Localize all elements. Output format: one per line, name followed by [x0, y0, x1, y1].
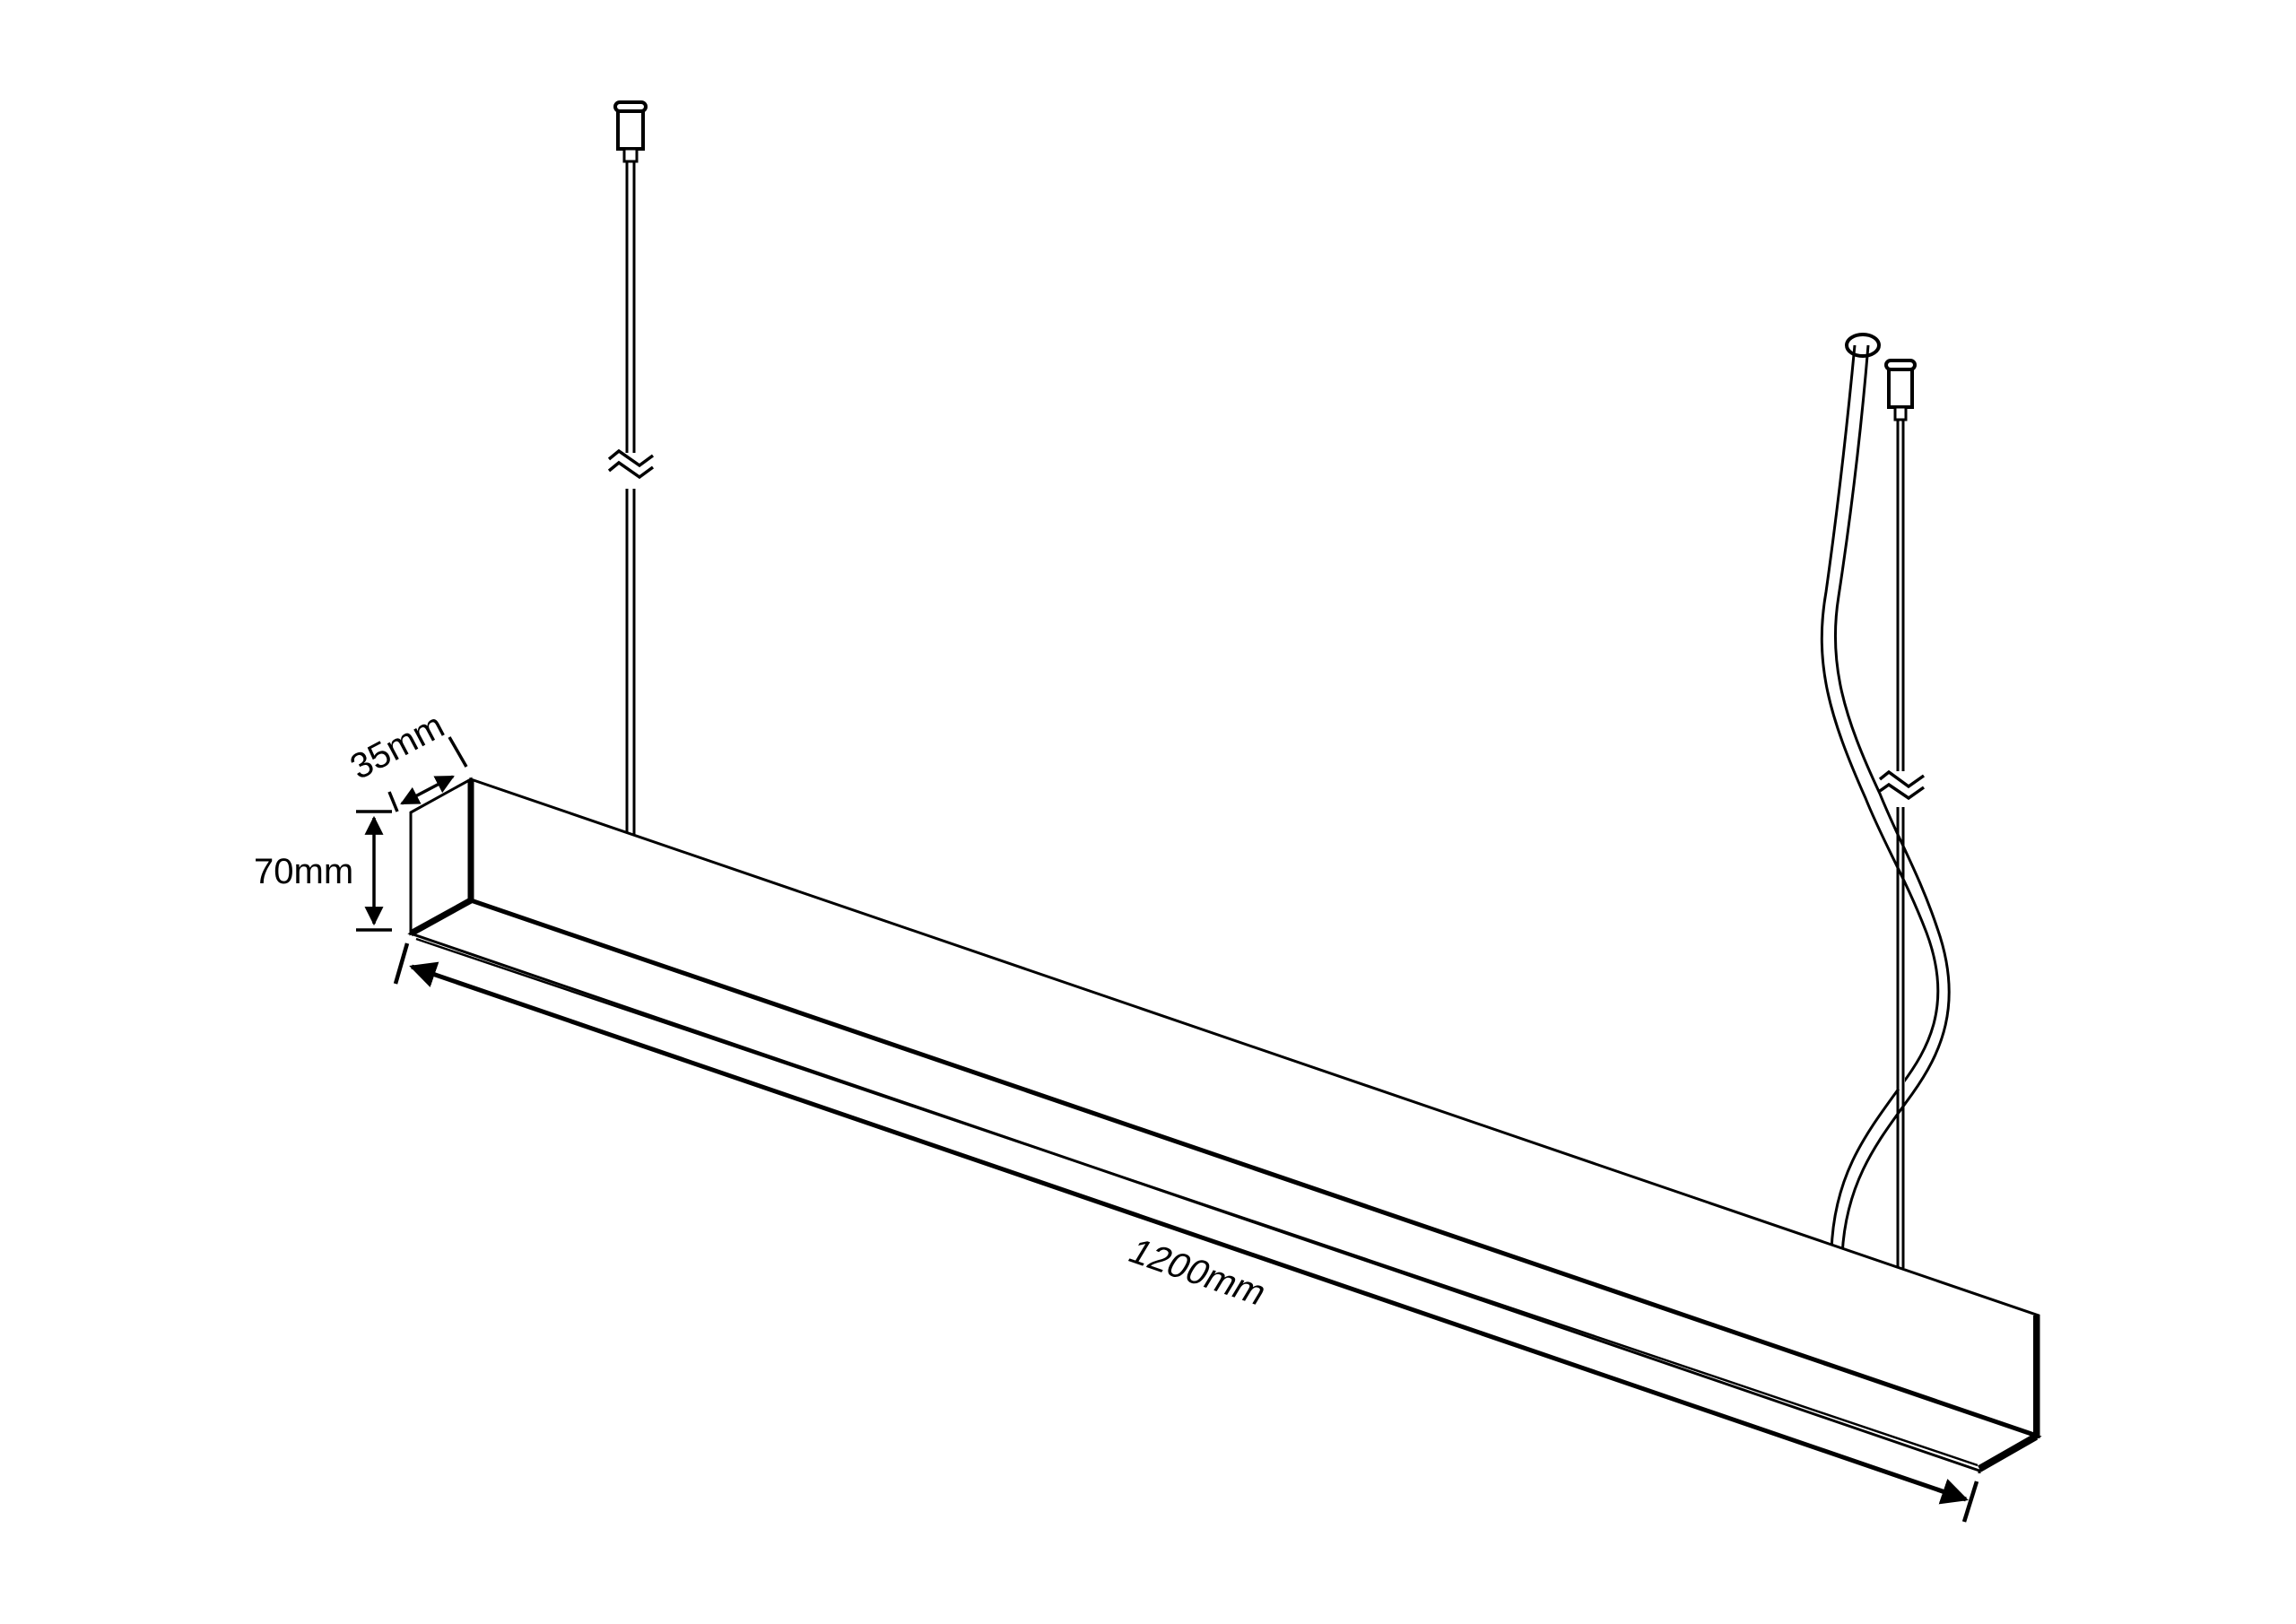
length-dimension-label: 1200mm [1121, 1231, 1274, 1313]
cord-ceiling-canopy-icon [1845, 333, 1881, 358]
bottom-diffuser [407, 899, 2042, 1472]
width-dimension-label: 35mm [344, 706, 451, 787]
left-suspension-cable [606, 100, 657, 841]
right-break-symbol-icon [1878, 769, 1926, 807]
left-break-symbol-icon [606, 448, 657, 489]
right-ceiling-gripper-icon [1884, 359, 1917, 421]
dimension-width [387, 736, 468, 812]
dimension-length [393, 942, 1979, 1523]
front-face [469, 777, 2040, 1439]
dimension-height [356, 810, 392, 932]
luminaire-body [407, 777, 2042, 1473]
height-dimension-label: 70mm [254, 852, 353, 891]
left-ceiling-gripper-icon [613, 100, 648, 163]
